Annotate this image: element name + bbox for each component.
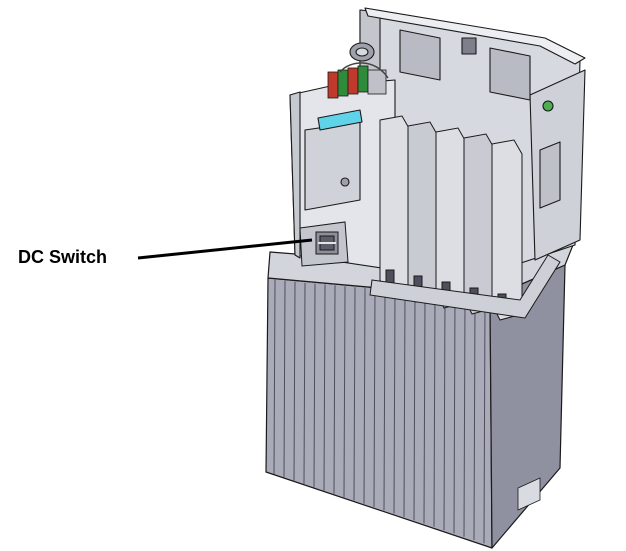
- heatsink-fin: [423, 293, 426, 524]
- heatsink-fin: [373, 288, 376, 508]
- heatsink-fin: [363, 288, 366, 504]
- heatsink-fin: [473, 297, 476, 541]
- rating-plate: [517, 477, 541, 511]
- power-module: [435, 127, 467, 309]
- power-module: [379, 115, 411, 297]
- heatsink-fin: [393, 290, 396, 514]
- heatsink-fin: [343, 286, 346, 498]
- heatsink-fin: [283, 280, 286, 478]
- power-module: [407, 121, 439, 303]
- heatsink-fin: [273, 279, 276, 475]
- heatsink-fin: [463, 297, 466, 537]
- heatsink-fin: [303, 282, 306, 484]
- terminal-block: [327, 62, 389, 99]
- power-module: [463, 133, 495, 315]
- dc-switch: [299, 221, 349, 267]
- heatsink-fin: [413, 292, 416, 521]
- heatsink-fins: [273, 279, 486, 544]
- dc-switch-label: DC Switch: [18, 247, 108, 267]
- control-module: [289, 79, 396, 271]
- heatsink-fin: [333, 285, 336, 494]
- heatsink-fin: [293, 281, 296, 481]
- heatsink-fin: [323, 284, 326, 491]
- dc-switch-leader-line: [137, 238, 313, 260]
- heatsink-fin: [483, 298, 486, 544]
- heatsink-fin: [443, 295, 446, 531]
- heatsink-fin: [433, 294, 436, 527]
- heatsink-fin: [383, 289, 386, 511]
- power-module: [491, 139, 523, 321]
- heatsink-fin: [453, 296, 456, 534]
- module-tray: [369, 254, 561, 319]
- heatsink-fin: [403, 291, 406, 517]
- heatsink-fin: [353, 287, 356, 501]
- heatsink-fin: [313, 283, 316, 488]
